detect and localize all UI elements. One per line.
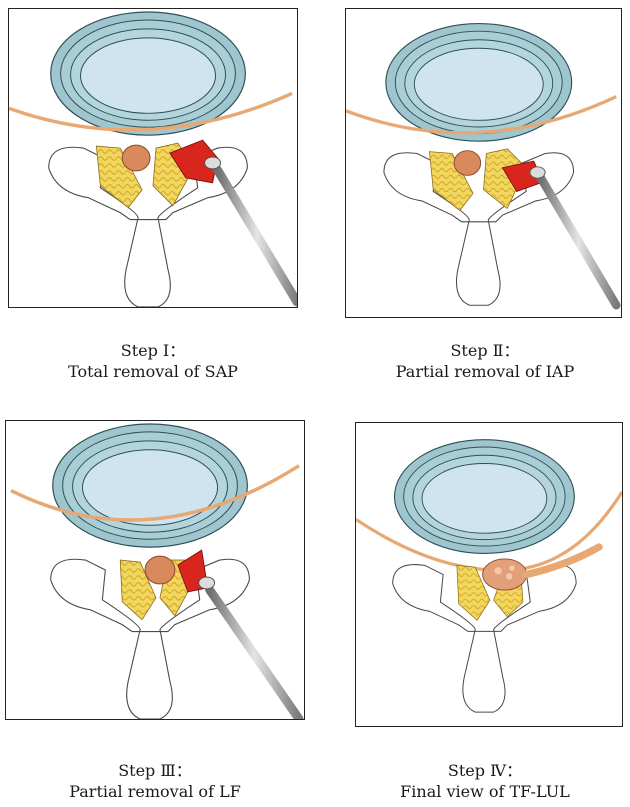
instrument-tip	[199, 577, 215, 589]
diagram-step-3	[6, 421, 304, 719]
instrument-tip	[205, 157, 221, 169]
caption-step-label: Step Ⅳ：	[340, 760, 630, 781]
diagram-step-2	[346, 9, 621, 317]
dural-sac	[122, 145, 150, 171]
caption-step-label: Step Ⅰ：	[8, 340, 298, 361]
dural-sac	[145, 556, 175, 584]
instrument-tip	[530, 167, 545, 178]
caption-step-2: Step Ⅱ： Partial removal of IAP	[340, 340, 630, 382]
dural-sac	[454, 151, 481, 176]
caption-step-1: Step Ⅰ： Total removal of SAP	[8, 340, 298, 382]
diagram-step-4	[356, 423, 622, 726]
caption-description: Total removal of SAP	[8, 361, 298, 382]
instrument	[218, 170, 297, 302]
caption-step-3: Step Ⅲ： Partial removal of LF	[5, 760, 305, 802]
caption-step-label: Step Ⅱ：	[340, 340, 630, 361]
caption-step-label: Step Ⅲ：	[5, 760, 305, 781]
caption-step-4: Step Ⅳ： Final view of TF-LUL	[340, 760, 630, 802]
instrument	[540, 177, 616, 305]
panel-step-3	[5, 420, 305, 720]
nerve-fascicle	[509, 565, 515, 571]
dural-sac-decompressed	[483, 559, 527, 590]
nerve-fascicle	[495, 567, 502, 574]
caption-description: Partial removal of LF	[5, 781, 305, 802]
panel-step-2	[345, 8, 622, 318]
nerve-fascicle	[506, 573, 512, 579]
instrument	[210, 590, 299, 719]
diagram-step-1	[9, 9, 297, 307]
caption-description: Partial removal of IAP	[340, 361, 630, 382]
panel-step-4	[355, 422, 623, 727]
panel-step-1	[8, 8, 298, 308]
caption-description: Final view of TF-LUL	[340, 781, 630, 802]
